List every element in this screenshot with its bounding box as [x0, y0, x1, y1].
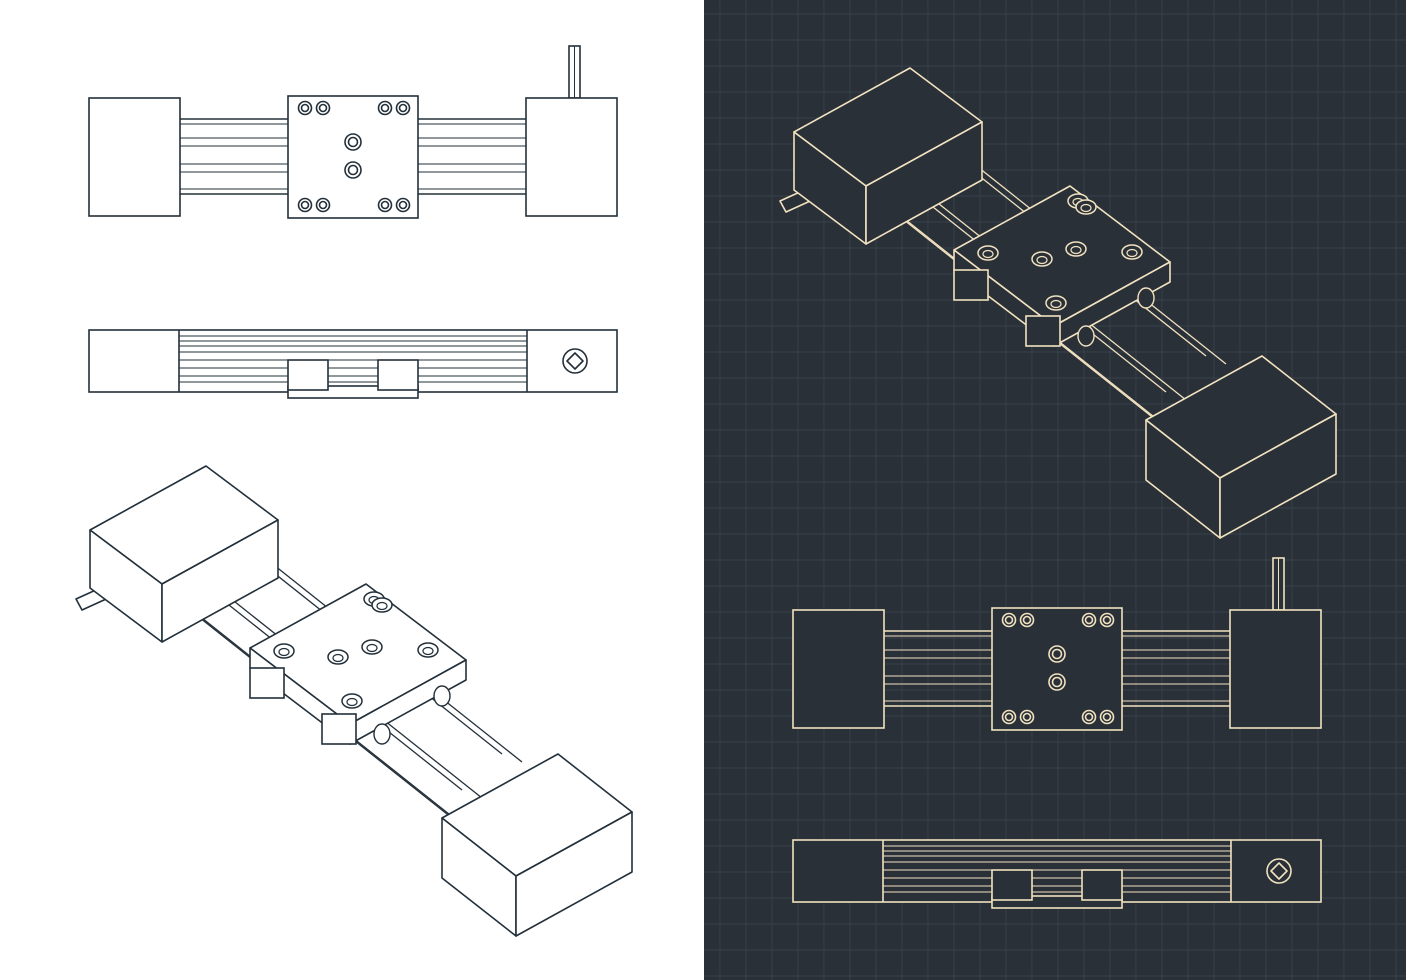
left-bearing-block [287, 359, 329, 391]
isometric-view [75, 465, 633, 937]
iso-hole-inner [278, 647, 290, 657]
iso-hole-inner [1080, 203, 1092, 213]
side-view [792, 839, 1322, 909]
iso-hole-inner [1036, 255, 1048, 265]
end-block-side [1219, 413, 1337, 539]
isometric-view [779, 67, 1337, 539]
bolt-hole-inner [1022, 712, 1032, 722]
rail-end [433, 685, 451, 707]
center-hole-inner [347, 136, 359, 148]
rear-bearing-block [321, 713, 357, 745]
bolt-hole-inner [300, 103, 310, 113]
front-bearing-block [249, 667, 285, 699]
bolt-hole-inner [1004, 712, 1014, 722]
center-hole-inner [347, 164, 359, 176]
iso-holes [273, 591, 439, 709]
iso-holes [977, 193, 1143, 311]
rail-end [1137, 287, 1155, 309]
side-rails [883, 845, 1231, 893]
carriage-plate [991, 607, 1123, 731]
square-shaft-end [1270, 862, 1288, 880]
side-outline [88, 329, 618, 393]
bolt-hole-inner [1084, 712, 1094, 722]
iso-hole-inner [366, 643, 378, 653]
motor-block-side [865, 121, 983, 245]
bolt-hole-inner [380, 103, 390, 113]
center-hole-inner [1051, 676, 1063, 688]
left-end-block [88, 97, 181, 217]
right-bearing-block [1081, 869, 1123, 901]
side-outline [792, 839, 1322, 903]
bolt-hole-inner [1004, 615, 1014, 625]
iso-hole-inner [346, 697, 358, 707]
motor-block-side [161, 519, 279, 643]
right-end-block [525, 97, 618, 217]
rear-bearing-block [1025, 315, 1061, 347]
iso-hole-inner [982, 249, 994, 259]
right-bearing-block [377, 359, 419, 391]
bolt-hole-inner [398, 200, 408, 210]
bolt-hole-inner [1022, 615, 1032, 625]
bolt-hole-inner [318, 200, 328, 210]
dark-drawing-panel [704, 0, 1406, 980]
left-bearing-block [991, 869, 1033, 901]
mounting-holes [1001, 612, 1115, 725]
side-rails [179, 335, 527, 383]
top-view [88, 45, 618, 219]
rail-end [373, 723, 391, 745]
carriage-plate [287, 95, 419, 219]
iso-hole-inner [376, 601, 388, 611]
iso-hole-inner [332, 653, 344, 663]
mounting-holes [297, 100, 411, 213]
bolt-hole-inner [1102, 712, 1112, 722]
bolt-hole-inner [1102, 615, 1112, 625]
bolt-hole-inner [380, 200, 390, 210]
side-view [88, 329, 618, 399]
iso-hole-inner [1070, 245, 1082, 255]
light-drawing-canvas [75, 45, 633, 937]
end-block-side [515, 811, 633, 937]
square-shaft-end [566, 352, 584, 370]
left-end-block [792, 609, 885, 729]
center-hole-inner [1051, 648, 1063, 660]
bolt-hole-inner [398, 103, 408, 113]
bolt-hole-inner [300, 200, 310, 210]
iso-hole-inner [422, 646, 434, 656]
bolt-hole-inner [318, 103, 328, 113]
iso-hole-inner [1050, 299, 1062, 309]
iso-hole-inner [1126, 248, 1138, 258]
right-end-block [1229, 609, 1322, 729]
front-bearing-block [953, 269, 989, 301]
top-view [792, 557, 1322, 731]
dark-drawing-canvas [704, 0, 1406, 980]
rail-end [1077, 325, 1095, 347]
light-drawing-panel [75, 45, 633, 937]
bolt-hole-inner [1084, 615, 1094, 625]
